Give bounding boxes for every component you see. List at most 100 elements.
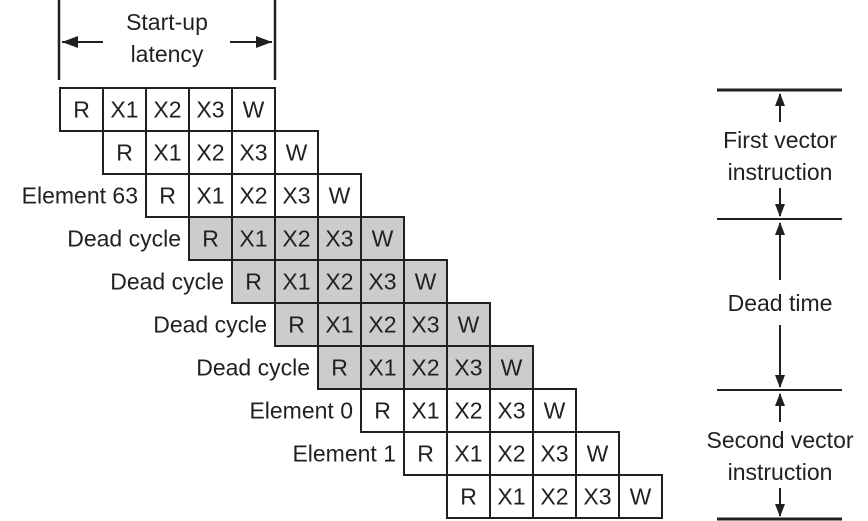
stage-label: X3 xyxy=(540,441,568,467)
stage-label: X1 xyxy=(282,269,310,295)
stage-cell xyxy=(231,259,276,304)
stage-cell xyxy=(145,87,190,132)
stage-label: W xyxy=(372,226,394,252)
stage-label: W xyxy=(415,269,437,295)
stage-label: R xyxy=(159,183,176,209)
stage-cell xyxy=(360,259,405,304)
stage-label: X1 xyxy=(325,312,353,338)
stage-label: W xyxy=(587,441,609,467)
stage-cell xyxy=(360,388,405,433)
pipeline-row: R X1 X2 X3 W Element 1 xyxy=(292,431,620,476)
stage-label: X1 xyxy=(368,355,396,381)
stage-label: X2 xyxy=(368,312,396,338)
stage-cell xyxy=(403,388,448,433)
stage-label: X3 xyxy=(239,140,267,166)
startup-latency-bracket: Start-up latency xyxy=(57,0,277,80)
startup-latency-label-line2: latency xyxy=(131,41,204,67)
stage-cell xyxy=(360,302,405,347)
stage-cell xyxy=(403,431,448,476)
stage-label: X3 xyxy=(282,183,310,209)
first-vector-label-line1: First vector xyxy=(723,127,837,153)
stage-label: X3 xyxy=(325,226,353,252)
dead-cycle-row: R X1 X2 X3 W Dead cycle xyxy=(196,345,534,390)
first-vector-label-line2: instruction xyxy=(728,159,833,185)
stage-label: X1 xyxy=(239,226,267,252)
stage-label: X2 xyxy=(153,97,181,123)
stage-label: W xyxy=(286,140,308,166)
stage-cell xyxy=(532,431,577,476)
stage-label: W xyxy=(501,355,523,381)
stage-label: X2 xyxy=(497,441,525,467)
stage-label: R xyxy=(331,355,348,381)
stage-label: R xyxy=(288,312,305,338)
stage-label: X3 xyxy=(411,312,439,338)
stage-cell xyxy=(59,87,104,132)
pipeline-row: R X1 X2 X3 W Element 63 xyxy=(22,173,362,218)
stage-label: X2 xyxy=(239,183,267,209)
pipeline-row: R X1 X2 X3 W Element 0 xyxy=(249,388,577,433)
time-annotation: First vector instruction Dead time Secon… xyxy=(706,88,854,521)
row-label: Dead cycle xyxy=(196,355,310,381)
dead-cycle-row: R X1 X2 X3 W Dead cycle xyxy=(67,216,405,261)
stage-label: R xyxy=(116,140,133,166)
stage-cell xyxy=(532,388,577,433)
stage-label: X2 xyxy=(325,269,353,295)
stage-label: R xyxy=(374,398,391,424)
stage-label: R xyxy=(202,226,219,252)
pipeline-row: R X1 X2 X3 W xyxy=(102,130,319,175)
stage-label: X2 xyxy=(540,484,568,510)
row-label: Dead cycle xyxy=(67,226,181,252)
row-label: Element 63 xyxy=(22,183,138,209)
row-label: Element 1 xyxy=(292,441,396,467)
stage-label: X2 xyxy=(454,398,482,424)
stage-label: X2 xyxy=(196,140,224,166)
stage-label: W xyxy=(458,312,480,338)
stage-cell xyxy=(489,345,534,390)
row-label: Dead cycle xyxy=(153,312,267,338)
stage-label: W xyxy=(243,97,265,123)
stage-label: R xyxy=(245,269,262,295)
stage-label: X2 xyxy=(282,226,310,252)
stage-label: R xyxy=(73,97,90,123)
second-vector-label-line2: instruction xyxy=(728,459,833,485)
stage-cell xyxy=(188,173,233,218)
stage-label: X1 xyxy=(196,183,224,209)
dead-cycle-row: R X1 X2 X3 W Dead cycle xyxy=(110,259,448,304)
stage-label: X1 xyxy=(454,441,482,467)
stage-label: X1 xyxy=(411,398,439,424)
stage-label: R xyxy=(417,441,434,467)
stage-label: W xyxy=(630,484,652,510)
stage-label: X1 xyxy=(497,484,525,510)
pipeline-row: R X1 X2 X3 W xyxy=(446,474,663,519)
stage-label: W xyxy=(329,183,351,209)
stage-cell xyxy=(102,130,147,175)
stage-label: X3 xyxy=(368,269,396,295)
stage-cell xyxy=(618,474,663,519)
stage-cell xyxy=(317,302,362,347)
stage-cell xyxy=(274,216,319,261)
stage-label: X1 xyxy=(110,97,138,123)
stage-label: W xyxy=(544,398,566,424)
second-vector-label-line1: Second vector xyxy=(706,427,853,453)
dead-time-label: Dead time xyxy=(728,290,833,316)
stage-cell xyxy=(145,173,190,218)
stage-cell xyxy=(317,216,362,261)
row-label: Dead cycle xyxy=(110,269,224,295)
stage-cell xyxy=(532,474,577,519)
stage-cell xyxy=(489,474,534,519)
stage-label: X3 xyxy=(583,484,611,510)
dead-cycle-row: R X1 X2 X3 W Dead cycle xyxy=(153,302,491,347)
stage-label: X2 xyxy=(411,355,439,381)
stage-cell xyxy=(274,259,319,304)
pipeline-row: R X1 X2 X3 W xyxy=(59,87,276,132)
stage-label: R xyxy=(460,484,477,510)
startup-latency-label-line1: Start-up xyxy=(126,9,208,35)
stage-label: X3 xyxy=(454,355,482,381)
stage-label: X1 xyxy=(153,140,181,166)
stage-label: X3 xyxy=(497,398,525,424)
stage-label: X3 xyxy=(196,97,224,123)
stage-cell xyxy=(231,87,276,132)
row-label: Element 0 xyxy=(249,398,353,424)
